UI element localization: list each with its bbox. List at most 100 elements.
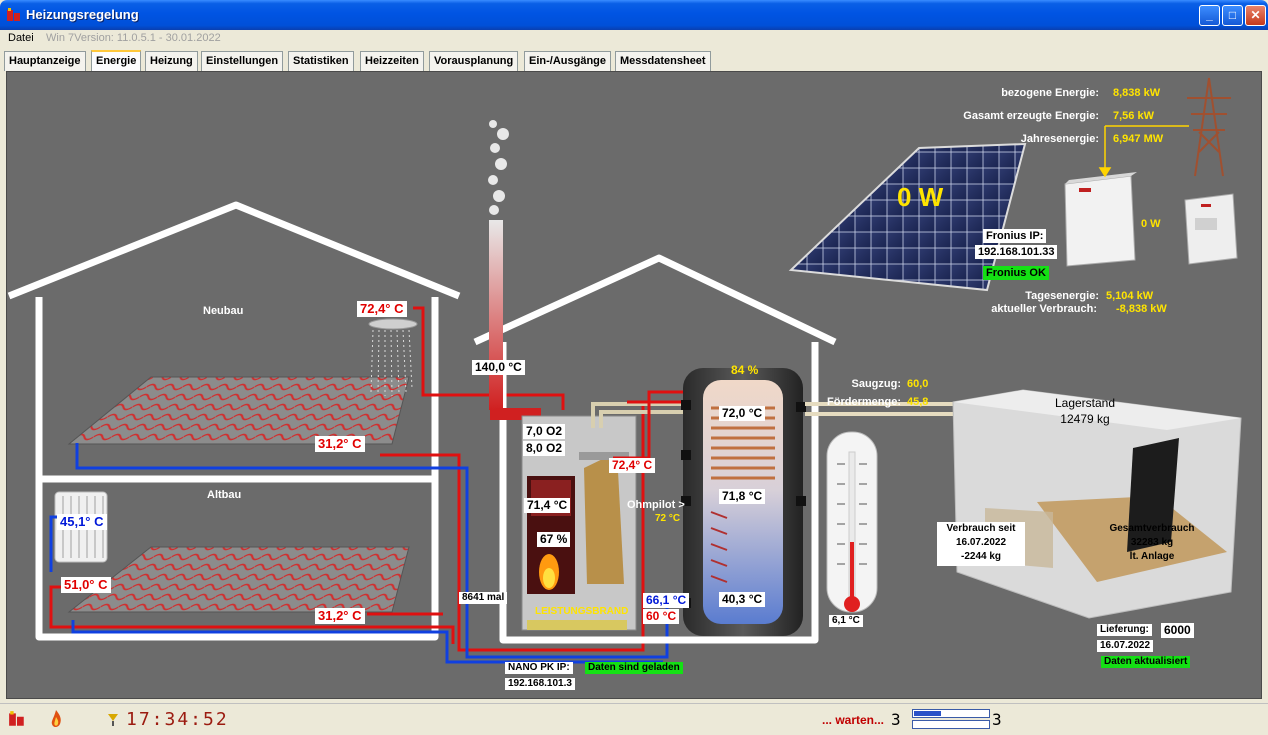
status-progress-bar-2 bbox=[912, 720, 990, 729]
inverter2-power-value: 0 W bbox=[1141, 218, 1161, 230]
tab-hauptanzeige[interactable]: Hauptanzeige bbox=[4, 51, 86, 71]
lieferung-status-badge: Daten aktualisiert bbox=[1101, 656, 1191, 668]
minimize-button[interactable]: _ bbox=[1199, 5, 1220, 26]
status-progress-bar bbox=[912, 709, 990, 718]
energy-diagram bbox=[7, 77, 1242, 664]
aktueller-verbrauch-label: aktueller Verbrauch: bbox=[991, 303, 1097, 315]
foerdermenge-label: Fördermenge: bbox=[827, 396, 901, 408]
o2-value-2: 8,0 O2 bbox=[523, 441, 566, 456]
neubau-label: Neubau bbox=[203, 305, 244, 317]
status-waiting-text: ... warten... bbox=[822, 713, 885, 727]
aktueller-verbrauch-value: -8,838 kW bbox=[1116, 303, 1167, 315]
jahresenergie-label: Jahresenergie: bbox=[1020, 133, 1099, 145]
status-clock: 17:34:52 bbox=[126, 709, 229, 730]
energy-panel: bezogene Energie: 8,838 kW Gasamt erzeug… bbox=[6, 71, 1262, 699]
pellet-storage-room bbox=[952, 389, 1242, 619]
verbrauch-seit-box: Verbrauch seit 16.07.2022 -2244 kg bbox=[937, 522, 1025, 566]
close-button[interactable]: ✕ bbox=[1245, 5, 1266, 26]
antenna-icon bbox=[108, 714, 118, 726]
erzeugte-energie-label: Gasamt erzeugte Energie: bbox=[963, 110, 1099, 122]
verbrauch-seit-value: -2244 kg bbox=[960, 551, 1002, 562]
nano-status-badge: Daten sind geladen bbox=[585, 662, 683, 674]
app-logo-icon bbox=[7, 8, 20, 21]
neubau-floor-temp: 31,2° C bbox=[315, 436, 365, 452]
menu-bar: Datei Win 7Version: 11.0.5.1 - 30.01.202… bbox=[0, 30, 1268, 48]
altbau-supply-temp: 51,0° C bbox=[61, 577, 111, 593]
altbau-radiator-temp: 45,1° C bbox=[57, 514, 107, 530]
fronius-ip-value: 192.168.101.33 bbox=[975, 245, 1058, 259]
tab-ein-ausgaenge[interactable]: Ein-/Ausgänge bbox=[524, 51, 612, 71]
minimize-icon: _ bbox=[1206, 8, 1213, 22]
lieferung-date: 16.07.2022 bbox=[1097, 640, 1154, 652]
return-blue-temp: 66,1 °C bbox=[643, 593, 690, 608]
nano-ip-value: 192.168.101.3 bbox=[505, 678, 575, 690]
boiler-flow-temp: 72,4° C bbox=[609, 458, 656, 473]
flame-icon bbox=[51, 710, 61, 727]
return-red-temp: 60 °C bbox=[643, 609, 680, 624]
window-title: Heizungsregelung bbox=[26, 7, 139, 22]
tagesenergie-value: 5,104 kW bbox=[1106, 290, 1154, 302]
tank-pipes bbox=[591, 402, 707, 428]
lagerstand-value: 12479 kg bbox=[1060, 412, 1110, 426]
smart-meter-icon bbox=[1184, 193, 1238, 265]
gesamtverbrauch-note: lt. Anlage bbox=[1129, 551, 1175, 562]
tab-statistiken[interactable]: Statistiken bbox=[288, 51, 354, 71]
tank-top-temp: 72,0 °C bbox=[719, 406, 766, 421]
tab-energie[interactable]: Energie bbox=[91, 50, 142, 71]
tank-mid-temp: 71,8 °C bbox=[719, 489, 766, 504]
title-bar[interactable]: Heizungsregelung _ □ ✕ bbox=[0, 0, 1268, 30]
gesamtverbrauch-box: Gesamtverbrauch 32283 kg lt. Anlage bbox=[1097, 522, 1207, 566]
bezogene-energie-value: 8,838 kW bbox=[1113, 87, 1161, 99]
tab-einstellungen[interactable]: Einstellungen bbox=[201, 51, 284, 71]
energy-flow-arrow bbox=[1098, 125, 1189, 178]
power-pylon-icon bbox=[1187, 77, 1231, 177]
ohmpilot-temp: 72 °C bbox=[655, 513, 681, 524]
tab-vorausplanung[interactable]: Vorausplanung bbox=[429, 51, 519, 71]
tagesenergie-label: Tagesenergie: bbox=[1025, 290, 1099, 302]
status-progress-fill bbox=[914, 711, 941, 716]
maximize-button[interactable]: □ bbox=[1222, 5, 1243, 26]
status-counter-1: 3 bbox=[891, 710, 901, 729]
neubau-floor bbox=[67, 376, 410, 445]
outdoor-temp: 6,1 °C bbox=[829, 615, 863, 627]
saugzug-label: Saugzug: bbox=[851, 378, 902, 390]
pellet-boiler bbox=[521, 415, 637, 631]
boiler-house-outline bbox=[473, 254, 837, 644]
outdoor-thermometer-icon bbox=[826, 431, 878, 613]
boiler-temp: 71,4 °C bbox=[524, 498, 571, 513]
gesamtverbrauch-label: Gesamtverbrauch bbox=[1109, 523, 1195, 534]
altbau-floor bbox=[67, 546, 410, 613]
fronius-status-badge: Fronius OK bbox=[983, 266, 1049, 280]
shower-icon bbox=[368, 318, 418, 397]
lieferung-value: 6000 bbox=[1161, 623, 1194, 638]
lieferung-label: Lieferung: bbox=[1097, 624, 1152, 636]
boiler-mode: LEISTUNGSBRAND bbox=[535, 606, 629, 617]
bezogene-energie-label: bezogene Energie: bbox=[1001, 87, 1099, 99]
nano-ip-label: NANO PK IP: bbox=[505, 662, 573, 674]
verbrauch-seit-label: Verbrauch seit bbox=[946, 523, 1016, 534]
status-counter-2: 3 bbox=[992, 710, 1002, 729]
o2-value-1: 7,0 O2 bbox=[523, 424, 566, 439]
pv-panel-icon bbox=[788, 142, 1027, 292]
tank-load-pct: 84 % bbox=[731, 363, 759, 377]
menu-datei[interactable]: Datei bbox=[8, 32, 34, 44]
neubau-shower-temp: 72,4° C bbox=[357, 301, 407, 317]
inverter-icon bbox=[1064, 172, 1137, 267]
tab-heizung[interactable]: Heizung bbox=[145, 51, 198, 71]
foerdermenge-value: 45,8 bbox=[907, 396, 929, 408]
verbrauch-seit-date: 16.07.2022 bbox=[955, 537, 1007, 548]
tab-messdatensheet[interactable]: Messdatensheet bbox=[615, 51, 711, 71]
tank-bottom-temp: 40,3 °C bbox=[719, 592, 766, 607]
chimney-temp: 140,0 °C bbox=[472, 360, 525, 375]
maximize-icon: □ bbox=[1228, 8, 1237, 22]
status-bar: 17:34:52 ... warten... 3 3 bbox=[0, 703, 1268, 735]
pellet-feed-pipe bbox=[805, 402, 957, 416]
gesamtverbrauch-value: 32283 kg bbox=[1130, 537, 1174, 548]
saugzug-value: 60,0 bbox=[907, 378, 929, 390]
boiler-power-pct: 67 % bbox=[537, 532, 571, 547]
ohmpilot-label: Ohmpilot > bbox=[627, 499, 685, 511]
close-icon: ✕ bbox=[1250, 8, 1261, 22]
tab-heizzeiten[interactable]: Heizzeiten bbox=[360, 51, 424, 71]
version-text: Win 7Version: 11.0.5.1 - 30.01.2022 bbox=[46, 32, 221, 44]
altbau-floor-temp: 31,2° C bbox=[315, 608, 365, 624]
